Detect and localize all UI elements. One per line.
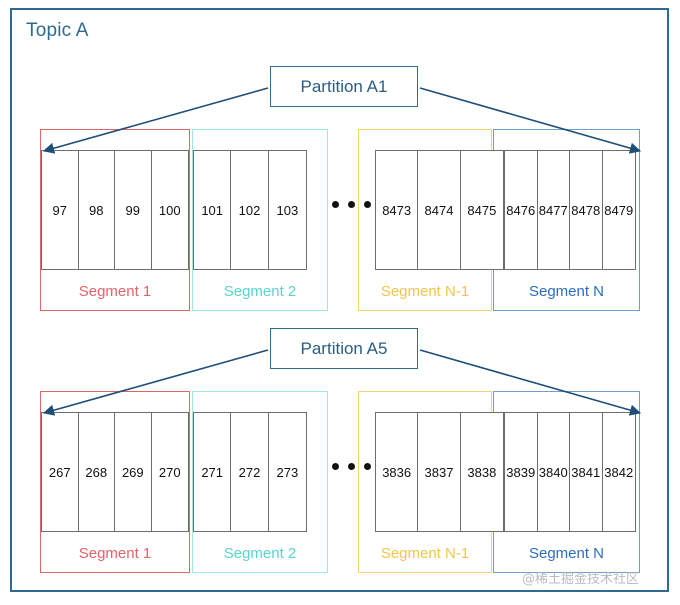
partition-band-a5: Segment 1 267 268 269 270 Segment 2 271 … — [0, 391, 680, 573]
offset-cell[interactable]: 3841 — [570, 413, 603, 531]
offset-cells-segment-2: 101 102 103 — [193, 150, 307, 270]
offset-cell[interactable]: 3842 — [604, 464, 634, 480]
offset-cell[interactable]: 268 — [79, 413, 116, 531]
segment-label: Segment 2 — [223, 283, 297, 300]
offset-cell[interactable]: 8474 — [418, 151, 461, 269]
watermark: @稀土掘金技术社区 — [522, 572, 640, 587]
offset-cell[interactable]: 3839 — [505, 413, 538, 531]
offset-cell[interactable]: 3838 — [467, 464, 497, 480]
offset-cell[interactable]: 103 — [276, 202, 299, 218]
offset-cell[interactable]: 8475 — [467, 202, 497, 218]
offset-cell[interactable]: 3840 — [538, 413, 570, 531]
ellipsis-dot — [364, 201, 371, 208]
offset-cell[interactable]: 102 — [231, 151, 269, 269]
topic-frame — [10, 8, 669, 592]
offset-cell[interactable]: 8473 — [376, 151, 419, 269]
segments-ellipsis — [332, 201, 371, 208]
offset-cell[interactable]: 8476 — [505, 151, 538, 269]
offset-cell[interactable]: 270 — [158, 464, 181, 480]
offset-cell[interactable]: 8478 — [570, 151, 603, 269]
offset-cells-segment-2: 271 272 273 — [193, 412, 307, 532]
offset-cell[interactable]: 101 — [194, 151, 232, 269]
partition-box-a1[interactable]: Partition A1 — [270, 66, 418, 107]
offset-cell[interactable]: 8479 — [604, 202, 634, 218]
partition-label-a1: Partition A1 — [300, 76, 388, 96]
offset-cells-segment-1: 267 268 269 270 — [41, 412, 189, 532]
segment-label: Segment N — [528, 545, 605, 562]
offset-cells-segment-n-minus-1: 3836 3837 3838 — [375, 412, 504, 532]
segment-label: Segment 1 — [78, 545, 152, 562]
offset-cells-segment-n-minus-1: 8473 8474 8475 — [375, 150, 504, 270]
offset-cell[interactable]: 271 — [194, 413, 232, 531]
segment-label: Segment 1 — [78, 283, 152, 300]
offset-cell[interactable]: 98 — [79, 151, 116, 269]
offset-cell[interactable]: 3837 — [418, 413, 461, 531]
segments-ellipsis — [332, 463, 371, 470]
offset-cell[interactable]: 269 — [115, 413, 152, 531]
ellipsis-dot — [364, 463, 371, 470]
offset-cell[interactable]: 8477 — [538, 151, 570, 269]
offset-cells-segment-1: 97 98 99 100 — [41, 150, 189, 270]
ellipsis-dot — [332, 201, 339, 208]
ellipsis-dot — [348, 463, 355, 470]
ellipsis-dot — [332, 463, 339, 470]
partition-box-a5[interactable]: Partition A5 — [270, 328, 418, 369]
offset-cell[interactable]: 99 — [115, 151, 152, 269]
partition-label-a5: Partition A5 — [300, 338, 388, 358]
topic-title: Topic A — [26, 20, 89, 41]
segment-label: Segment N — [528, 283, 605, 300]
ellipsis-dot — [348, 201, 355, 208]
offset-cell[interactable]: 97 — [42, 151, 79, 269]
offset-cell[interactable]: 100 — [158, 202, 181, 218]
offset-cell[interactable]: 3836 — [376, 413, 419, 531]
segment-label: Segment 2 — [223, 545, 297, 562]
partition-band-a1: Segment 1 97 98 99 100 Segment 2 101 102… — [0, 129, 680, 311]
offset-cells-segment-n: 3839 3840 3841 3842 — [504, 412, 636, 532]
offset-cell[interactable]: 273 — [276, 464, 299, 480]
offset-cell[interactable]: 272 — [231, 413, 269, 531]
segment-label: Segment N-1 — [380, 545, 470, 562]
segment-label: Segment N-1 — [380, 283, 470, 300]
offset-cell[interactable]: 267 — [42, 413, 79, 531]
offset-cells-segment-n: 8476 8477 8478 8479 — [504, 150, 636, 270]
